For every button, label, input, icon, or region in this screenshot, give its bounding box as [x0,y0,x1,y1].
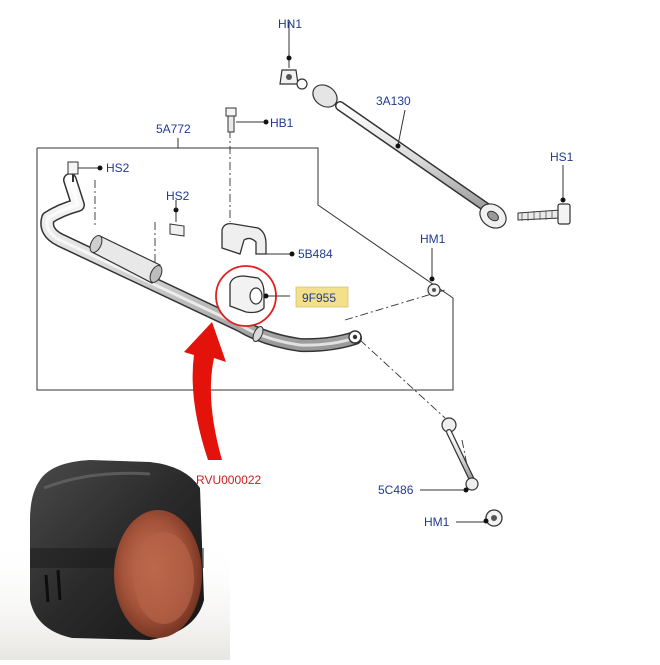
label-hm1-lower: HM1 [424,515,450,529]
label-hn1-top: HN1 [278,17,302,31]
drop-link-5c486 [420,417,479,493]
clamp-5b484 [221,222,295,257]
bushing-9f955 [215,265,349,327]
nut-hn1-top [279,22,299,85]
label-hs2-upper: HS2 [106,161,130,175]
nut-hm1-lower [456,509,503,527]
label-9f955: 9F955 [302,291,336,305]
label-3a130: 3A130 [376,94,411,108]
label-hm1-upper: HM1 [420,232,446,246]
bushing-photo [0,460,230,660]
nut-hm1-upper [427,248,441,297]
leader-lines [94,130,469,471]
screw-hs2-upper [67,161,103,182]
label-hb1: HB1 [270,116,294,130]
red-pointer-arrow [184,322,226,460]
assembly-frame [36,147,454,391]
stabilizer-bar [40,173,362,353]
label-5b484: 5B484 [298,247,333,261]
label-5c486: 5C486 [378,483,414,497]
link-rod-3a130 [296,78,507,229]
bolt-hb1 [225,107,269,133]
screw-hs2-lower [169,207,185,237]
product-code-label: RVU000022 [196,473,261,487]
label-hs2-lower: HS2 [166,189,190,203]
label-leaders [175,138,179,210]
label-hs1: HS1 [550,150,574,164]
bolt-hs1 [517,165,571,225]
label-5a772: 5A772 [156,122,191,136]
